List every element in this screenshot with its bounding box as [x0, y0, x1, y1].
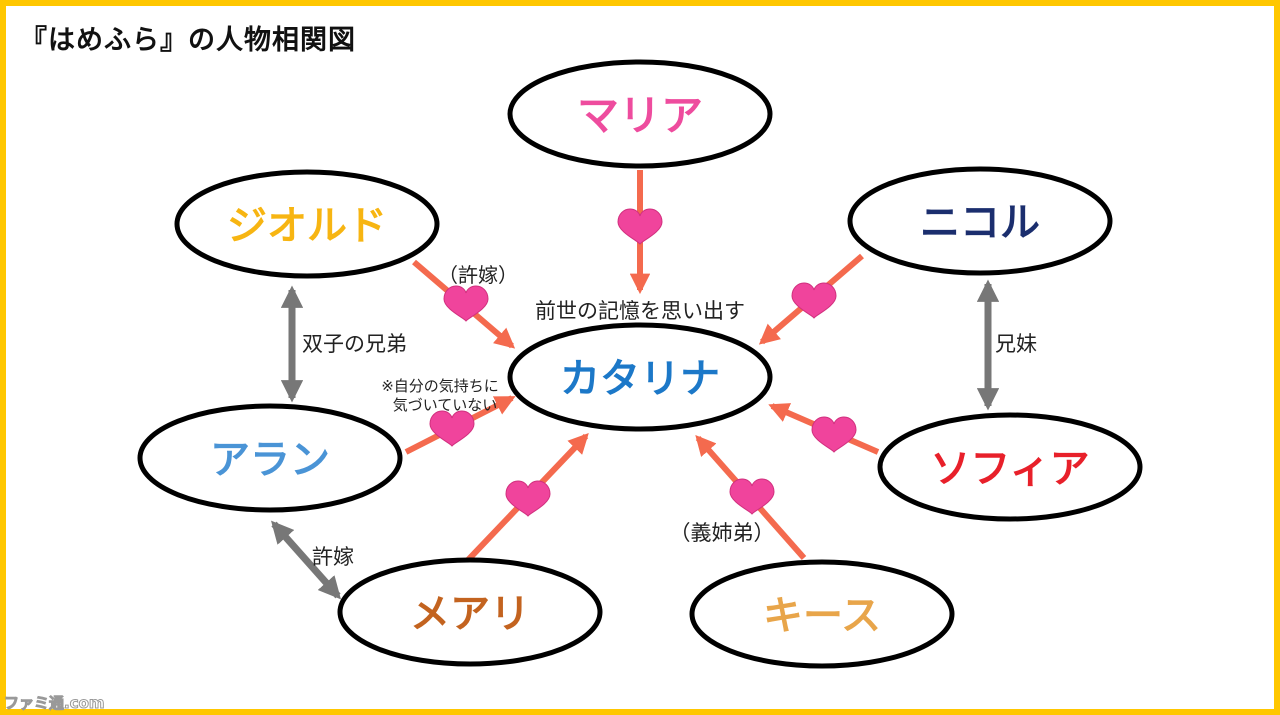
node-label-maria: マリア	[577, 91, 703, 140]
node-mary: メアリ	[337, 557, 603, 667]
node-maria: マリア	[507, 59, 773, 169]
annotation-twins: 双子の兄弟	[302, 332, 407, 356]
relation-arrows	[271, 279, 1000, 600]
annotation-unaware-line1: ※自分の気持ちに	[381, 377, 499, 395]
annotation-alan-mary-engaged: 許嫁	[312, 545, 354, 569]
heart-icon	[443, 285, 489, 322]
annotation-jeord-engaged: （許嫁）	[438, 263, 518, 287]
annotation-siblings: 兄妹	[995, 332, 1037, 356]
arrow-alan-mary-engaged	[271, 520, 341, 600]
node-label-mary: メアリ	[410, 591, 530, 637]
page-title: 『はめふら』の人物相関図	[20, 25, 356, 56]
node-label-sophia: ソフィア	[930, 446, 1089, 492]
annotation-recall: 前世の記憶を思い出す	[535, 299, 745, 323]
node-ellipse	[507, 322, 773, 432]
node-label-alan: アラン	[210, 437, 330, 483]
node-nicol: ニコル	[847, 166, 1113, 276]
node-ellipse	[507, 59, 773, 169]
node-katarina: カタリナ	[507, 322, 773, 432]
node-label-katarina: カタリナ	[560, 356, 720, 402]
node-alan: アラン	[137, 403, 403, 513]
node-ellipse	[847, 166, 1113, 276]
node-jeord: ジオルド	[174, 169, 440, 279]
heart-icon	[729, 478, 775, 515]
node-label-keith: キース	[763, 593, 881, 639]
annotation-stepsiblings: （義姉弟）	[670, 521, 775, 545]
node-label-jeord: ジオルド	[227, 203, 387, 249]
heart-icon	[429, 410, 475, 447]
heart-icon	[811, 416, 857, 453]
node-ellipse	[137, 403, 403, 513]
node-label-nicol: ニコル	[920, 200, 1040, 246]
node-ellipse	[174, 169, 440, 279]
node-sophia: ソフィア	[877, 412, 1143, 522]
node-keith: キース	[689, 559, 955, 669]
annotation-unaware-line2: 気づいていない	[393, 396, 498, 414]
node-ellipse	[877, 412, 1143, 522]
node-ellipse	[689, 559, 955, 669]
node-ellipse	[337, 557, 603, 667]
watermark-logo: ファミ通.com	[4, 694, 106, 713]
